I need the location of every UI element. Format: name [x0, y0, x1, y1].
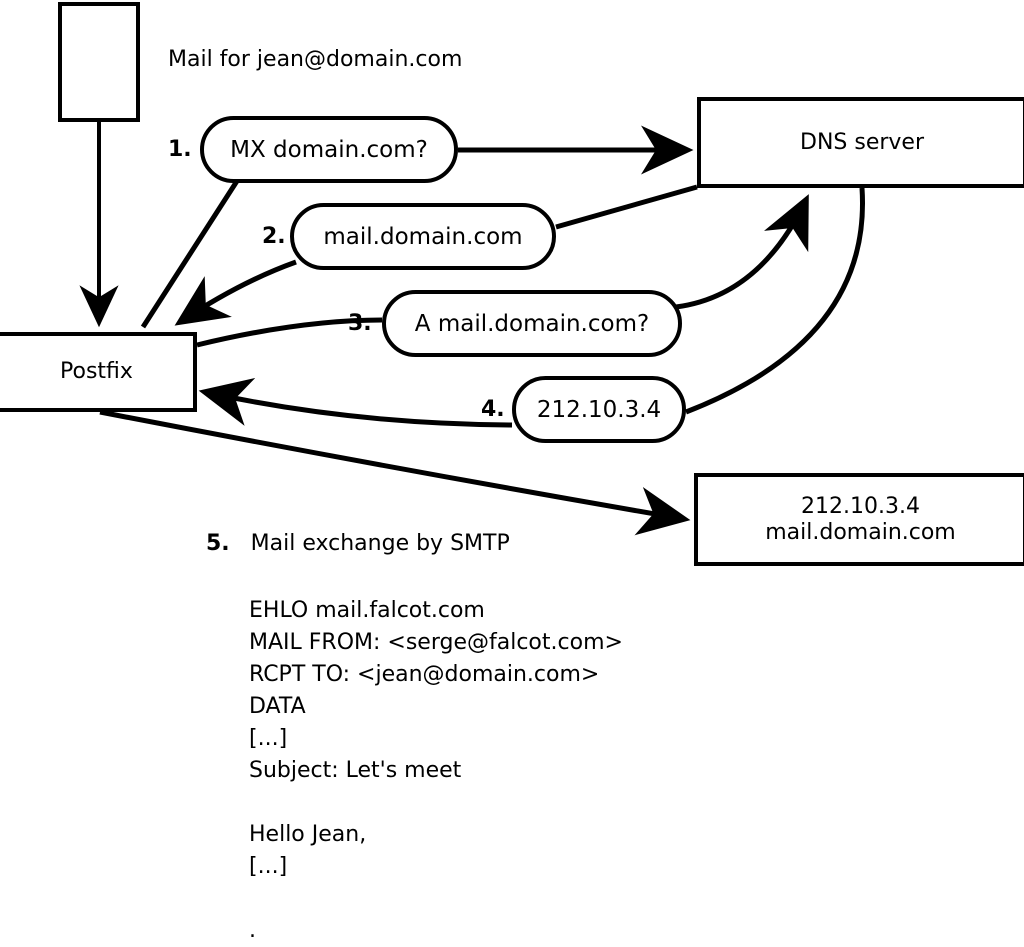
step-2-number: 2.: [262, 224, 286, 249]
step-3-bubble[interactable]: A mail.domain.com?: [382, 290, 682, 357]
sender-box[interactable]: [58, 2, 140, 122]
postfix-box[interactable]: Postfix: [0, 332, 197, 412]
step-5-row: 5. Mail exchange by SMTP: [206, 531, 510, 556]
destination-box[interactable]: 212.10.3.4 mail.domain.com: [694, 473, 1024, 566]
connector-step4-to-postfix: [198, 377, 513, 428]
step-4-text: 212.10.3.4: [536, 396, 662, 423]
destination-label: 212.10.3.4 mail.domain.com: [765, 494, 956, 545]
step-3-number: 3.: [348, 311, 372, 336]
connector-dns-to-step4: [685, 187, 866, 415]
step-1-bubble[interactable]: MX domain.com?: [200, 116, 458, 183]
step-1-text: MX domain.com?: [230, 136, 428, 163]
connector-dns-to-step2: [555, 184, 698, 230]
connector-step3-to-dns: [675, 194, 809, 310]
step-2-text: mail.domain.com: [323, 223, 523, 250]
dns-server-box[interactable]: DNS server: [697, 97, 1024, 188]
step-3-text: A mail.domain.com?: [414, 310, 650, 337]
step-2-bubble[interactable]: mail.domain.com: [290, 203, 556, 270]
connector-postfix-to-step3: [196, 317, 383, 348]
postfix-label: Postfix: [60, 359, 133, 385]
smtp-transcript: EHLO mail.falcot.com MAIL FROM: <serge@f…: [249, 598, 623, 943]
step-1-number: 1.: [168, 137, 192, 162]
step-5-number: 5.: [206, 531, 230, 556]
dns-server-label: DNS server: [800, 129, 924, 155]
step-4-bubble[interactable]: 212.10.3.4: [512, 376, 686, 443]
connector-step2-to-postfix: [174, 259, 297, 326]
connector-postfix-to-destination: [99, 409, 691, 536]
connector-layer: [79, 122, 866, 536]
step-5-text: Mail exchange by SMTP: [250, 531, 510, 556]
connector-step1-to-postfix: [140, 179, 240, 329]
step-4-number: 4.: [481, 397, 505, 422]
headline-text: Mail for jean@domain.com: [168, 47, 463, 72]
